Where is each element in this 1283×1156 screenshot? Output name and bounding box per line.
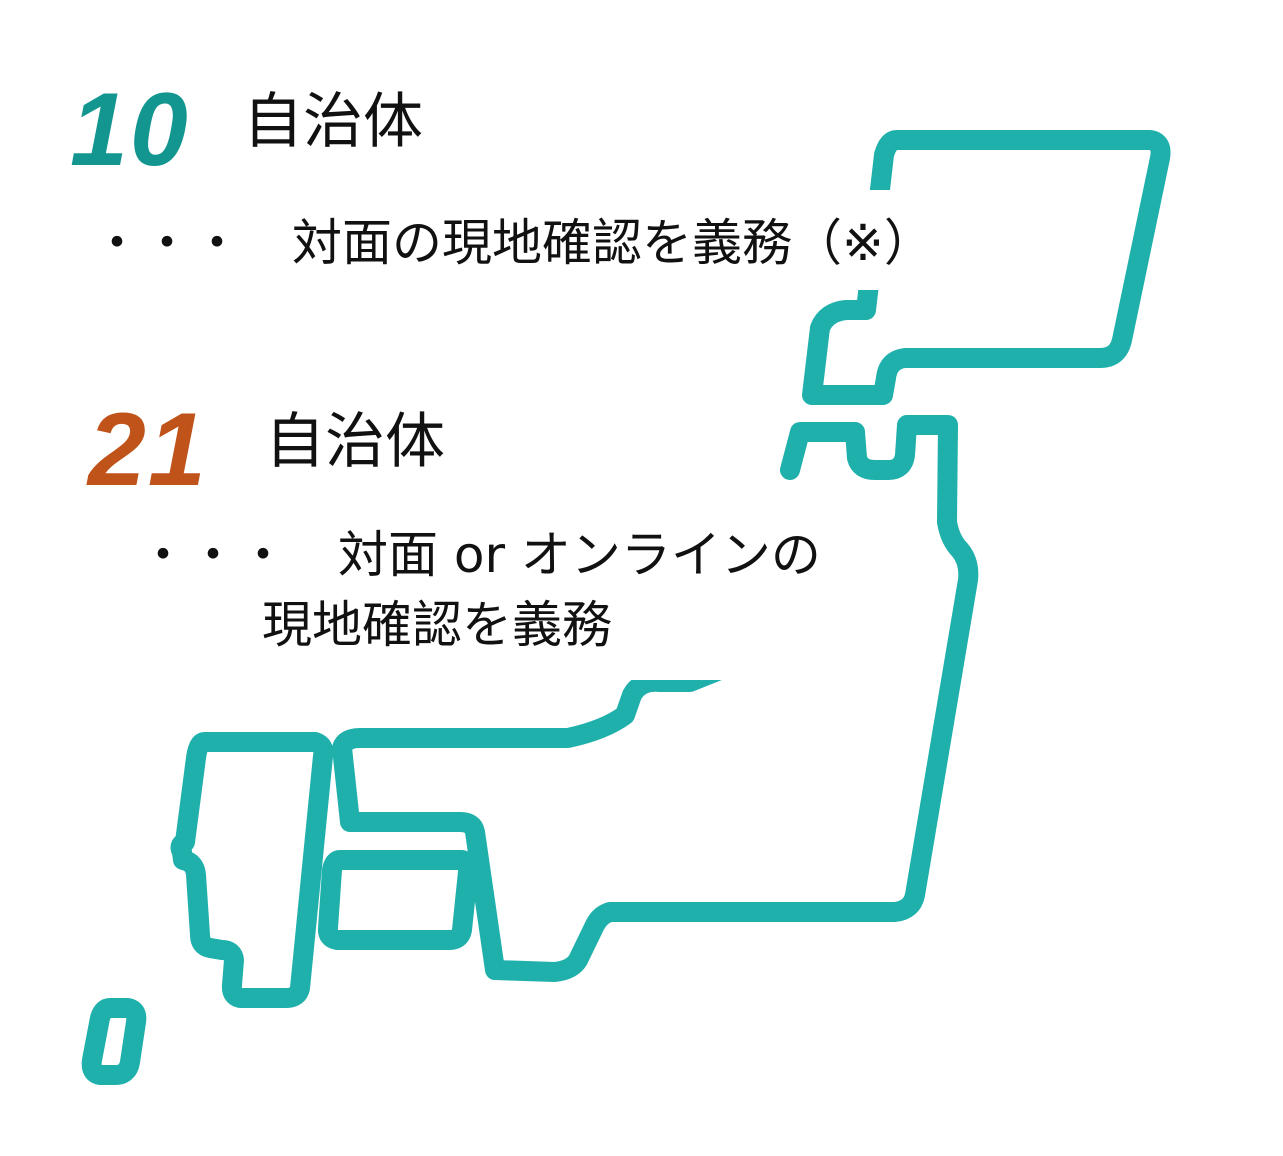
shikoku-shape (317, 850, 479, 950)
description-2-line1: ・・・ 対面 or オンラインの (138, 526, 821, 584)
description-1: ・・・ 対面の現地確認を義務（※） (92, 214, 934, 272)
honshu-shape (332, 415, 979, 982)
text-panel-2 (130, 520, 830, 680)
okinawa-shape (81, 998, 147, 1085)
count-21: 21 (88, 392, 208, 508)
hokkaido-shape (802, 130, 1171, 405)
text-panel-1 (60, 190, 1070, 290)
unit-label-2: 自治体 (265, 407, 445, 477)
count-10: 10 (70, 72, 190, 188)
unit-label-1: 自治体 (243, 87, 423, 157)
kyushu-shape (170, 732, 334, 1008)
description-2-line2: 現地確認を義務 (262, 596, 612, 654)
